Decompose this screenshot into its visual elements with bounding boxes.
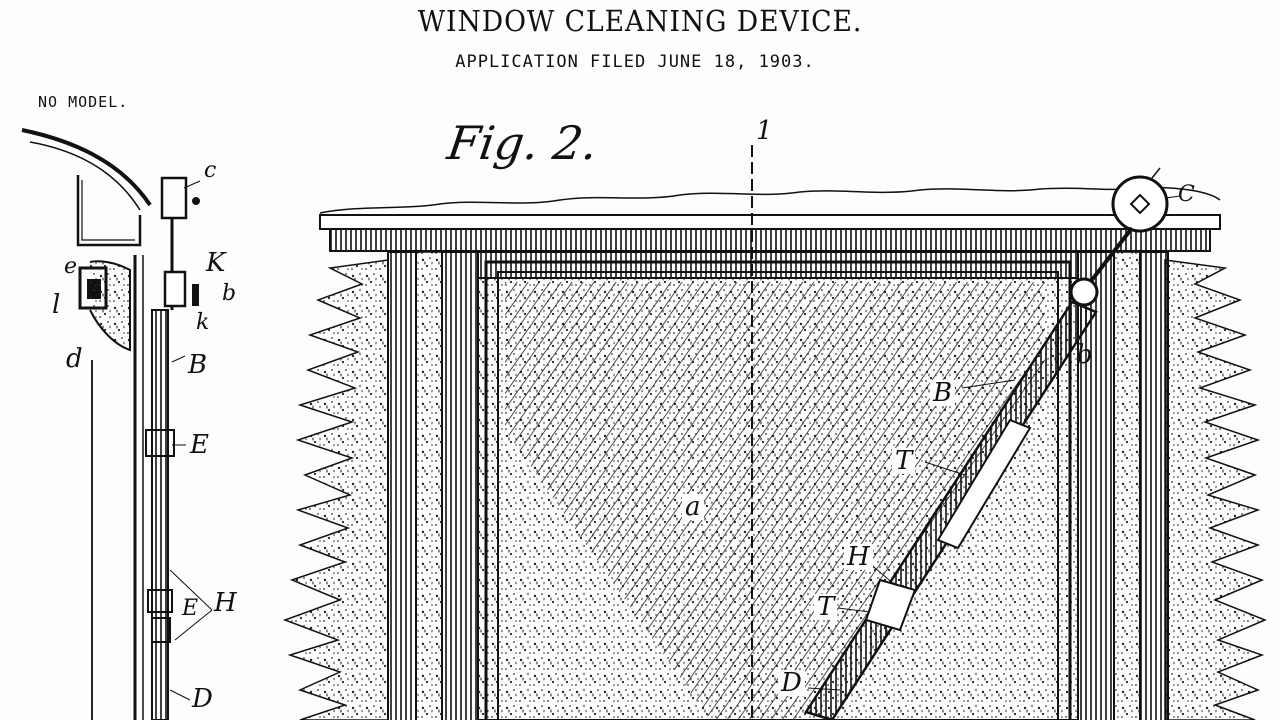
side-label-l: l	[52, 290, 61, 320]
front-label-C: C	[1178, 182, 1195, 207]
section-line-label: 1	[756, 116, 773, 146]
front-label-a: a	[682, 494, 704, 520]
front-label-H: H	[844, 544, 873, 570]
patent-title: WINDOW CLEANING DEVICE.	[417, 4, 863, 38]
front-label-T: T	[892, 448, 916, 474]
application-filed-date: APPLICATION FILED JUNE 18, 1903.	[455, 52, 815, 72]
side-label-e: e	[64, 254, 78, 279]
side-label-k: k	[196, 310, 210, 335]
side-view	[21, 128, 213, 720]
side-label-B: B	[188, 350, 208, 380]
no-model-note: NO MODEL.	[38, 93, 129, 111]
side-label-d: d	[66, 344, 83, 374]
side-label-c: c	[204, 158, 217, 183]
side-label-D: D	[192, 684, 213, 714]
front-label-D: D	[778, 670, 805, 696]
side-label-E: E	[190, 430, 209, 460]
side-label-b: b	[222, 281, 237, 306]
side-label-H: H	[214, 588, 237, 618]
front-label-b: b	[1076, 340, 1093, 370]
figure-label: Fig. 2.	[444, 116, 602, 170]
front-label-B: B	[930, 380, 956, 406]
side-label-K: K	[206, 248, 226, 278]
side-label-E2: E	[182, 596, 199, 621]
front-label-T2: T	[814, 594, 838, 620]
front-view	[282, 145, 1267, 720]
